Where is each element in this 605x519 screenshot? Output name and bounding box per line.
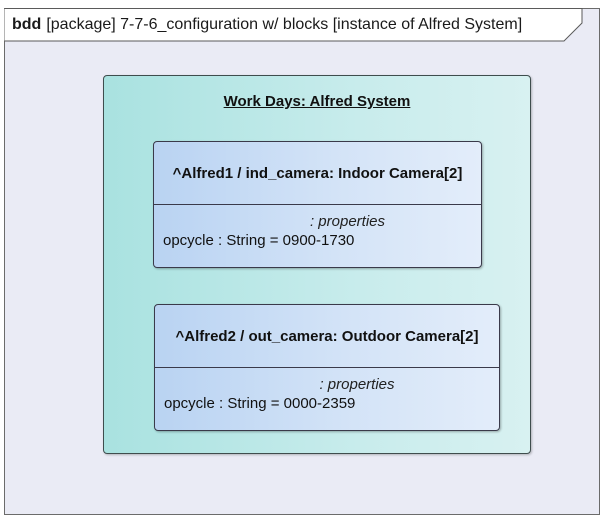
part-block-indoor-camera[interactable]: ^Alfred1 / ind_camera: Indoor Camera[2] …: [153, 141, 482, 268]
part-header: ^Alfred1 / ind_camera: Indoor Camera[2]: [154, 142, 481, 205]
part-header: ^Alfred2 / out_camera: Outdoor Camera[2]: [155, 305, 499, 368]
frame-tab-outline: [4, 8, 583, 42]
property-opcycle: opcycle : String = 0900-1730: [163, 232, 355, 249]
diagram-kind: bdd: [12, 16, 42, 33]
diagram-name: [package] 7-7-6_configuration w/ blocks …: [46, 16, 523, 33]
properties-compartment-title: : properties: [309, 213, 386, 230]
property-opcycle: opcycle : String = 0000-2359: [164, 395, 356, 412]
instance-title: Work Days: Alfred System: [223, 93, 411, 110]
properties-compartment-title: : properties: [319, 376, 395, 393]
part-block-outdoor-camera[interactable]: ^Alfred2 / out_camera: Outdoor Camera[2]…: [154, 304, 500, 431]
frame-label: bdd[package] 7-7-6_configuration w/ bloc…: [12, 16, 522, 34]
